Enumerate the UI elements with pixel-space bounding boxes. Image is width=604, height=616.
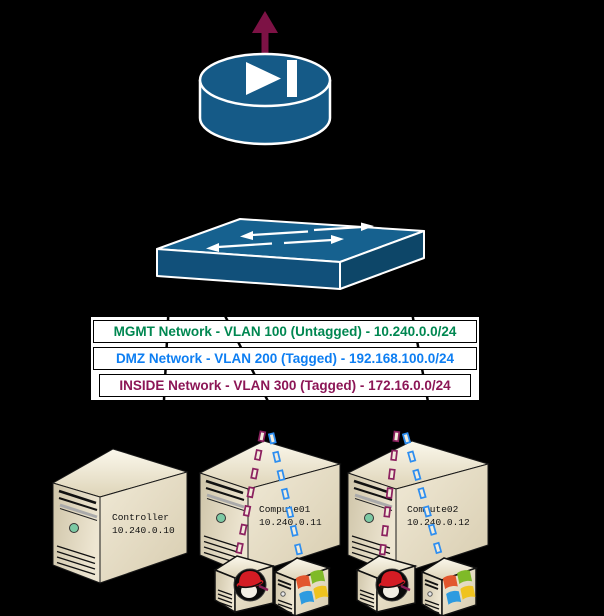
redhat-logo-icon (233, 568, 269, 602)
uplink-arrow-icon (252, 11, 278, 56)
drive-bay-lines (353, 479, 392, 495)
vent-lines (359, 589, 375, 608)
redhat-logo-icon (375, 568, 411, 602)
vent-lines (277, 599, 293, 614)
server-name-label: Compute01 (259, 504, 311, 515)
power-led-icon (69, 523, 79, 533)
network-label-mgmt: MGMT Network - VLAN 100 (Untagged) - 10.… (93, 320, 477, 343)
server-compute01: Compute01 10.240.0.11 (198, 440, 342, 576)
server-controller: Controller 10.240.0.10 (51, 448, 189, 584)
drive-bay-lines (205, 479, 244, 495)
play-glyph (246, 62, 281, 95)
bar-glyph (287, 60, 297, 97)
power-led-icon (216, 513, 226, 523)
windows-vm-icon (420, 557, 479, 616)
power-led-icon (427, 591, 433, 597)
server-name-label: Compute02 (407, 504, 459, 515)
drive-bay-lines (58, 489, 97, 505)
server-ip-label: 10.240.0.10 (112, 525, 175, 536)
server-ip-label: 10.240.0.11 (259, 517, 322, 528)
server-name-label: Controller (112, 512, 169, 523)
vent-lines (56, 545, 96, 576)
windows-logo-icon (295, 570, 329, 605)
network-label-inside: INSIDE Network - VLAN 300 (Tagged) - 172… (99, 374, 471, 397)
power-led-icon (280, 591, 286, 597)
redhat-vm-icon (213, 555, 276, 614)
router-icon (198, 52, 332, 146)
network-label-dmz: DMZ Network - VLAN 200 (Tagged) - 192.16… (93, 347, 477, 370)
power-led-icon (364, 513, 374, 523)
router-switch-link (260, 134, 277, 226)
switch-arrows-icon (206, 222, 374, 252)
vlan-links (234, 430, 445, 561)
connector-lines (158, 134, 440, 481)
server-compute02: Compute02 10.240.0.12 (346, 440, 490, 576)
vent-lines (424, 599, 440, 614)
vent-lines (217, 589, 233, 608)
switch-icon (156, 218, 425, 290)
windows-vm-icon (273, 557, 332, 616)
server-ip-label: 10.240.0.12 (407, 517, 470, 528)
redhat-vm-icon (355, 555, 418, 614)
windows-logo-icon (442, 570, 476, 605)
